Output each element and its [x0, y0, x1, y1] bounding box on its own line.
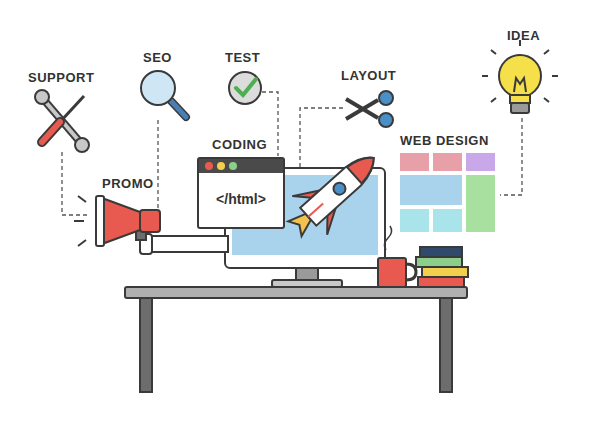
support-tools	[35, 90, 89, 152]
icon-label: SEO	[143, 50, 172, 66]
web-design-grid	[400, 153, 495, 232]
window-frame: </html>	[197, 157, 285, 229]
code-text: </html>	[199, 173, 283, 227]
icon-label: SUPPORT	[28, 70, 94, 86]
check-icon	[229, 72, 261, 104]
desk	[125, 287, 467, 392]
window-dot	[205, 162, 213, 170]
icon-label: LAYOUT	[341, 68, 396, 84]
magnifier-icon	[141, 71, 186, 117]
code-window: CODING </html>	[197, 137, 285, 229]
icon-label: IDEA	[507, 28, 540, 44]
mug	[378, 226, 416, 287]
window-bar	[199, 159, 283, 173]
scissors-icon	[346, 91, 393, 127]
icon-label: TEST	[225, 50, 260, 66]
rocket	[278, 139, 392, 249]
icon-label: PROMO	[102, 176, 154, 192]
node-heading: CODING	[197, 137, 285, 153]
books	[416, 247, 468, 287]
lightbulb-icon	[482, 40, 558, 113]
window-dot	[229, 162, 237, 170]
icon-label: WEB DESIGN	[400, 133, 489, 149]
window-dot	[217, 162, 225, 170]
